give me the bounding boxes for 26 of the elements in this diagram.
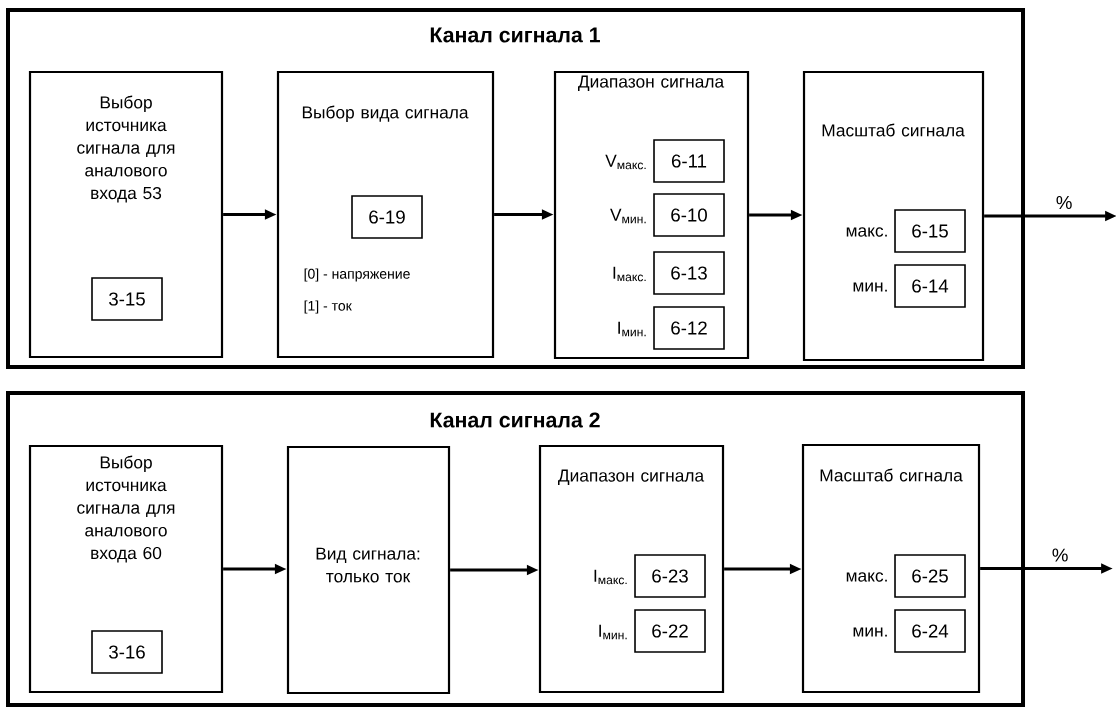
parameter-label: V$_{макс.}$ xyxy=(605,154,646,170)
parameter-label: макс. xyxy=(846,572,887,582)
parameter-label: I$_{мин.}$ xyxy=(618,321,646,337)
parameter-box: 3-16 xyxy=(91,630,163,674)
parameter-box: 6-13 xyxy=(653,251,725,295)
parameter-box: 3-15 xyxy=(91,277,163,321)
parameter-box: 6-12 xyxy=(653,306,725,350)
parameter-box: 6-11 xyxy=(653,139,725,183)
parameter-box: 6-24 xyxy=(894,609,966,653)
parameter-label: V$_{мин.}$ xyxy=(610,208,646,224)
parameter-box: 6-23 xyxy=(634,554,706,598)
parameter-label: I$_{мин.}$ xyxy=(599,624,627,640)
parameter-box: 6-10 xyxy=(653,193,725,237)
edge-label: % xyxy=(1052,548,1068,562)
parameter-label: I$_{макс.}$ xyxy=(594,569,627,585)
parameter-label: мин. xyxy=(853,627,887,637)
parameter-box: 6-22 xyxy=(634,609,706,653)
parameter-label: мин. xyxy=(853,282,887,292)
parameter-label: I$_{макс.}$ xyxy=(613,266,646,282)
parameter-box: 6-19 xyxy=(351,195,423,239)
process-box: Вид сигнала: только ток xyxy=(286,445,451,695)
parameter-label: макс. xyxy=(846,227,887,237)
parameter-box: 6-15 xyxy=(894,209,966,253)
parameter-box: 6-25 xyxy=(894,554,966,598)
edge-label: % xyxy=(1056,196,1072,210)
parameter-box: 6-14 xyxy=(894,264,966,308)
